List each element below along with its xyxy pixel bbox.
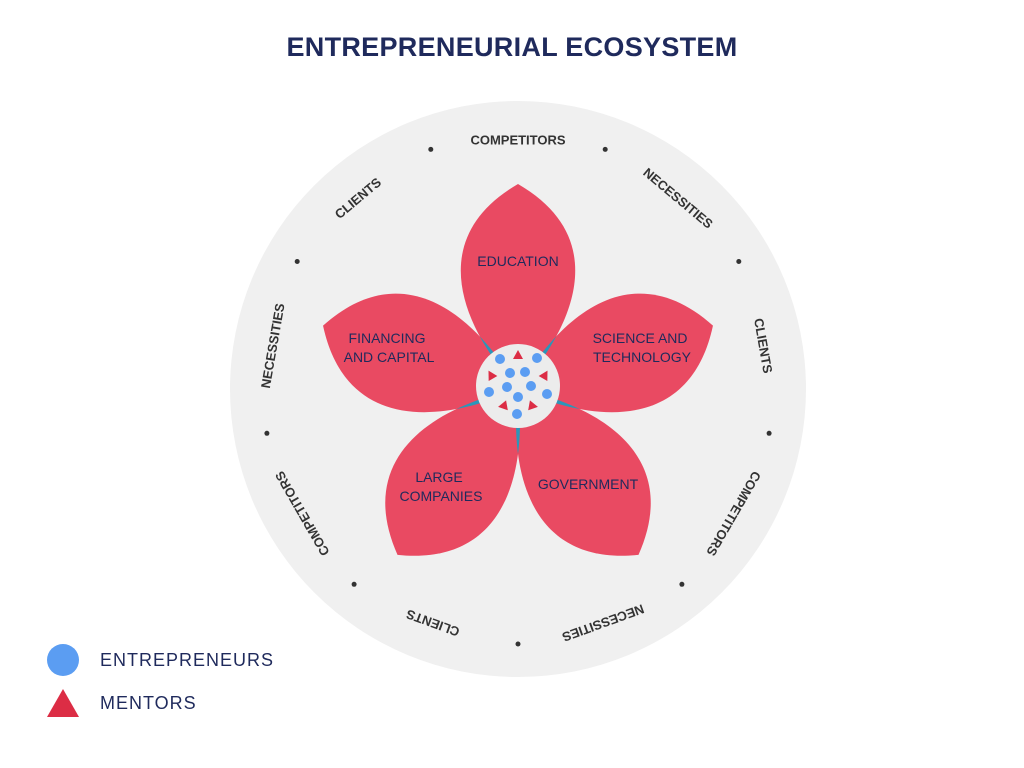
entrepreneur-dot [532,353,542,363]
ring-dot [351,581,357,587]
petal-label-government: GOVERNMENT [538,476,639,492]
mentor-triangle [538,370,548,381]
entrepreneur-dot [484,387,494,397]
legend-label-mentors: MENTORS [100,692,197,713]
ring-dot [679,581,685,587]
petal-label-education: EDUCATION [477,253,558,269]
ring-dot [602,146,608,152]
center-hub [476,344,560,428]
mentor-triangle [498,400,508,411]
ring-dot [736,259,742,264]
legend-label-entrepreneurs: ENTREPRENEURS [100,649,275,670]
entrepreneur-dot [505,368,515,378]
petal-label-science-technology: SCIENCE AND TECHNOLOGY [593,330,692,365]
mentor-triangle [528,400,538,411]
petal-label-financing-capital: FINANCING AND CAPITAL [344,330,435,365]
hub-entrepreneurs [484,353,552,419]
petal-labels: EDUCATION SCIENCE AND TECHNOLOGY GOVERNM… [344,253,692,504]
ring-label-competitors: COMPETITORS [470,132,565,147]
diagram-title: ENTREPRENEURIAL ECOSYSTEM [286,32,738,62]
mentor-triangle [513,350,523,359]
entrepreneur-dot [512,409,522,419]
legend-entrepreneurs: ENTREPRENEURS [46,643,274,677]
ring-dot [294,259,300,264]
petal-label-large-companies: LARGE COMPANIES [400,469,483,504]
ring-dots [264,146,772,647]
entrepreneur-dot [502,382,512,392]
mentor-triangle-icon [47,689,79,717]
hub-mentors [488,350,548,411]
ring-dot [264,430,270,436]
ring-dot [766,430,772,436]
entrepreneur-dot [513,392,523,402]
legend-mentors: MENTORS [46,687,197,719]
ring-dot [428,146,434,152]
ring-dot [515,641,521,647]
entrepreneur-dot [520,367,530,377]
entrepreneur-dot [526,381,536,391]
entrepreneur-circle-icon [47,644,79,676]
mentor-triangle [488,370,498,381]
entrepreneur-dot [495,354,505,364]
entrepreneur-dot [542,389,552,399]
